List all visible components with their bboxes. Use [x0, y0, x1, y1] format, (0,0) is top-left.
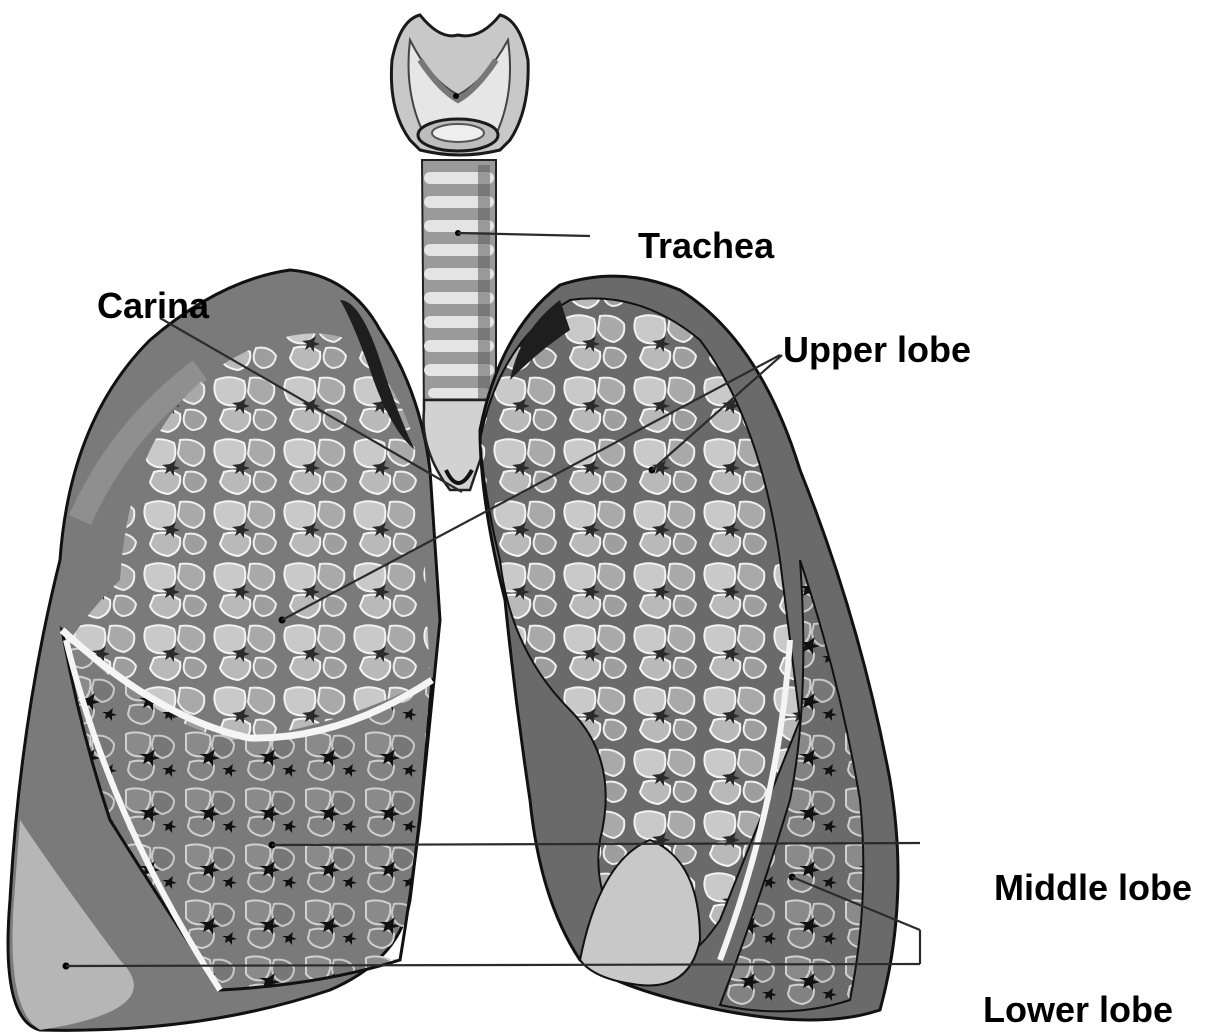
- right-lung: [8, 270, 440, 1030]
- larynx: [391, 15, 528, 155]
- label-upper-lobe: Upper lobe: [783, 329, 971, 370]
- label-lower-lobe: Lower lobe: [983, 989, 1173, 1030]
- label-middle-lobe: Middle lobe: [994, 867, 1192, 908]
- label-trachea: Trachea: [638, 225, 775, 266]
- label-carina: Carina: [97, 285, 210, 326]
- left-lung: [480, 276, 898, 1020]
